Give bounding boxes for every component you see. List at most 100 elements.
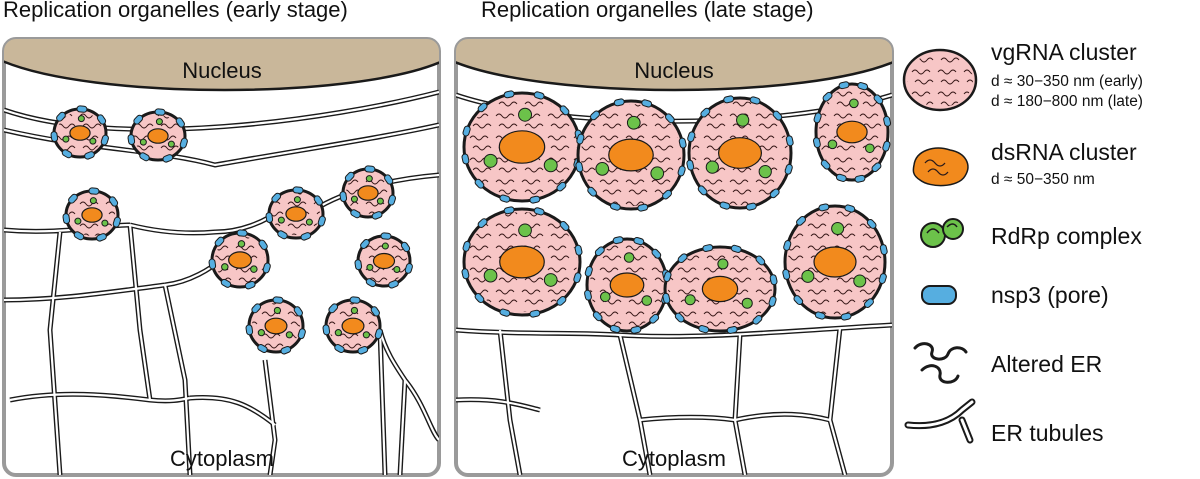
dsrna-cluster (498, 130, 546, 164)
rdrp-complex (381, 242, 389, 250)
nsp3-pore (262, 262, 271, 274)
rdrp-complex (366, 263, 374, 271)
nsp3-pore (300, 232, 312, 241)
nsp3-pore (61, 149, 73, 159)
nsp3-pore (584, 289, 592, 301)
early-panel: Nucleus Cytoplasm (2, 37, 441, 477)
nsp3-pore (313, 195, 323, 206)
legend-dsrna-size: d ≈ 50−350 nm (991, 171, 1095, 188)
late-replication-organelle (686, 95, 794, 211)
legend-vgrna-label: vgRNA cluster (991, 39, 1137, 65)
rdrp-complex (623, 252, 635, 263)
rdrp-complex (600, 291, 611, 303)
nsp3-pore (354, 259, 363, 271)
dsrna-cluster (813, 246, 857, 278)
nsp3-pore (297, 328, 306, 340)
nsp3-pore (68, 193, 78, 204)
nsp3-pore (864, 298, 874, 308)
nsp3-pore (576, 133, 585, 145)
nsp3-pore (822, 91, 833, 102)
nsp3-pore (556, 296, 567, 306)
nsp3-pore (257, 344, 268, 354)
dsrna-cluster (499, 245, 545, 279)
nsp3-pore (613, 98, 625, 107)
nsp3-pore (112, 216, 121, 228)
nsp3-pore (271, 192, 282, 203)
rdrp-complex (101, 219, 109, 227)
early-nucleus-label: Nucleus (182, 58, 261, 83)
nsp3-pore (559, 221, 570, 231)
nsp3-pore (559, 105, 570, 116)
nsp3-pore (374, 328, 383, 340)
rdrp-complex (74, 217, 82, 225)
nsp3-pore (592, 311, 603, 322)
nsp3-pore (62, 213, 71, 225)
legend-rdrp-icon (920, 218, 964, 248)
nsp3-pore (871, 162, 882, 173)
nsp3-pore (387, 194, 396, 206)
nsp3-pore (334, 344, 345, 354)
late-panel: Nucleus Cytoplasm (454, 37, 894, 477)
nsp3-pore (344, 171, 355, 182)
nsp3-pore (88, 187, 100, 195)
late-panel-title: Replication organelles (late stage) (481, 0, 814, 22)
early-replication-organelle (245, 296, 306, 355)
nsp3-pore (630, 325, 642, 334)
nsp3-pore (857, 82, 869, 91)
rdrp-complex (853, 274, 867, 288)
nsp3-pore (873, 94, 884, 105)
nsp3-pore (179, 137, 188, 149)
nsp3-pore (50, 131, 59, 143)
nsp3-pore (609, 202, 621, 211)
nsp3-pore (462, 125, 471, 137)
nsp3-pore (272, 296, 284, 304)
legend-er-tubules-label: ER tubules (991, 420, 1104, 446)
nsp3-pore (726, 326, 738, 334)
nsp3-pore (812, 137, 821, 149)
nsp3-pore (677, 253, 688, 264)
dsrna-cluster (81, 207, 103, 223)
nsp3-pore (854, 174, 866, 183)
rdrp-complex (595, 161, 610, 176)
nsp3-pore (633, 236, 645, 246)
nsp3-pore (108, 196, 119, 207)
legend-altered-er-icon (913, 342, 968, 384)
nsp3-pore (772, 110, 783, 121)
nsp3-pore (139, 152, 150, 162)
early-replication-organelle (62, 187, 121, 242)
dsrna-cluster (372, 252, 396, 270)
nsp3-pore (380, 232, 392, 240)
nsp3-pore (678, 137, 687, 149)
late-replication-organelle (782, 203, 888, 321)
rdrp-complex (334, 329, 342, 337)
nsp3-pore (651, 248, 662, 259)
late-cytoplasm-label: Cytoplasm (622, 446, 726, 471)
rdrp-complex (650, 166, 665, 181)
nsp3-pore (220, 278, 232, 288)
nsp3-pore (461, 268, 470, 280)
nsp3-pore (162, 154, 174, 163)
late-replication-organelle (662, 244, 778, 334)
early-nucleus (4, 39, 439, 92)
nsp3-pore (749, 96, 761, 105)
rdrp-complex (801, 269, 815, 283)
rdrp-complex (758, 165, 772, 179)
nsp3-pore (556, 181, 567, 192)
nsp3-pore (755, 255, 766, 266)
nsp3-pore (882, 140, 891, 152)
rdrp-complex (89, 197, 97, 205)
nsp3-pore (698, 325, 710, 334)
rdrp-complex (393, 265, 401, 273)
rdrp-complex (717, 258, 729, 270)
nsp3-pore (477, 218, 488, 228)
rdrp-complex (139, 138, 147, 146)
nsp3-pore (723, 95, 735, 104)
dsrna-cluster (609, 272, 645, 298)
nsp3-pore (76, 105, 88, 113)
nsp3-pore (529, 195, 541, 204)
late-nucleus (456, 39, 892, 92)
rdrp-complex (62, 135, 70, 143)
rdrp-complex (705, 160, 719, 174)
nsp3-pore (793, 295, 804, 306)
legend-altered-er-label: Altered ER (991, 351, 1102, 377)
